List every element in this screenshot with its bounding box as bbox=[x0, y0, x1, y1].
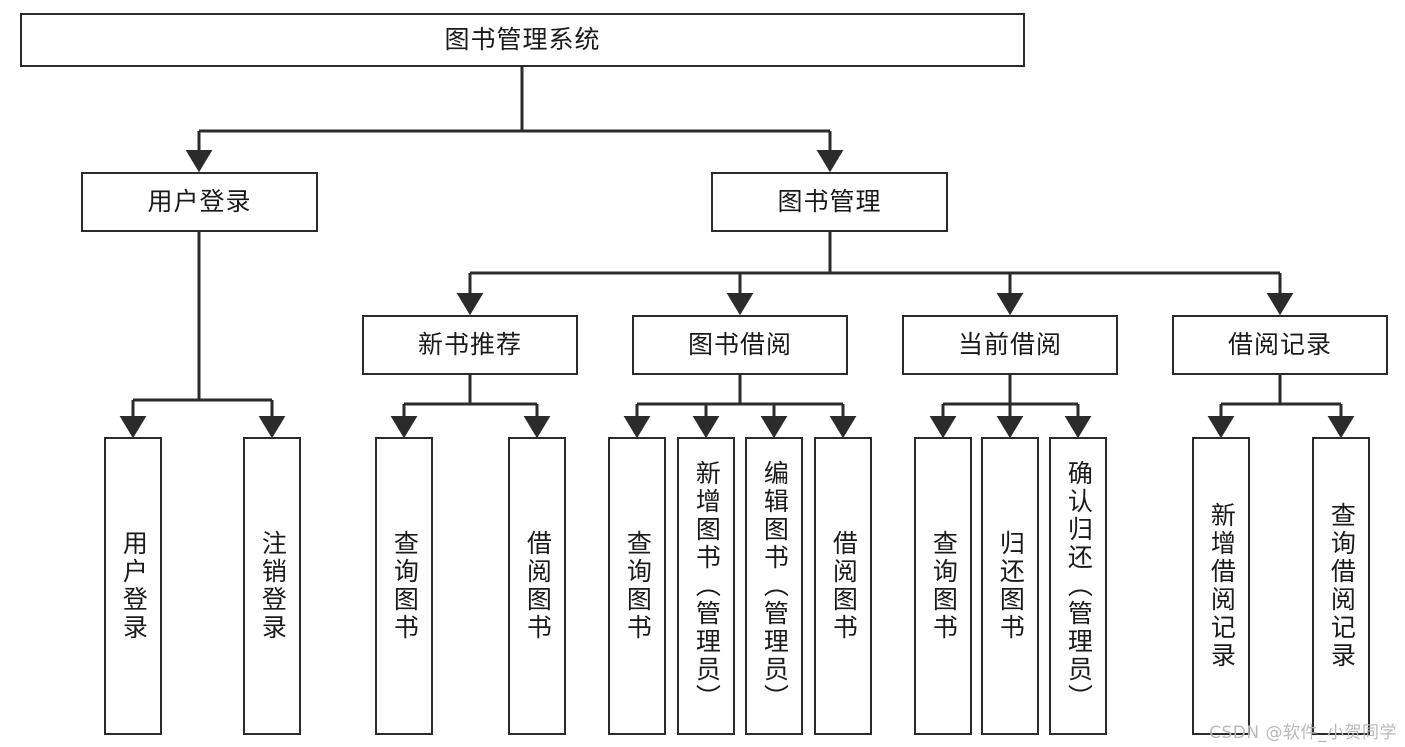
leaf-user-login-label: 用户登录 bbox=[119, 530, 149, 642]
leaf-query-book-1-label: 查询图书 bbox=[390, 530, 420, 642]
node-current-borrow-label: 当前借阅 bbox=[957, 330, 1062, 360]
leaf-query-record-label: 查询借阅记录 bbox=[1327, 502, 1357, 670]
node-user-login[interactable]: 用户登录 bbox=[81, 172, 318, 232]
leaf-return-book[interactable]: 归还图书 bbox=[981, 437, 1039, 735]
leaf-user-login[interactable]: 用户登录 bbox=[104, 437, 162, 735]
node-book-manage[interactable]: 图书管理 bbox=[711, 172, 948, 232]
leaf-add-book[interactable]: 新增图书（管理员） bbox=[677, 437, 735, 735]
leaf-edit-book-label: 编辑图书（管理员） bbox=[760, 460, 790, 712]
node-root[interactable]: 图书管理系统 bbox=[20, 13, 1025, 67]
leaf-query-book-1[interactable]: 查询图书 bbox=[375, 437, 433, 735]
leaf-user-logout-label: 注销登录 bbox=[258, 530, 288, 642]
leaf-query-book-3[interactable]: 查询图书 bbox=[914, 437, 972, 735]
node-root-label: 图书管理系统 bbox=[444, 25, 601, 55]
node-borrow-record[interactable]: 借阅记录 bbox=[1172, 315, 1388, 375]
node-current-borrow[interactable]: 当前借阅 bbox=[902, 315, 1118, 375]
leaf-query-book-3-label: 查询图书 bbox=[929, 530, 959, 642]
leaf-confirm-return[interactable]: 确认归还（管理员） bbox=[1049, 437, 1107, 735]
leaf-borrow-book-2[interactable]: 借阅图书 bbox=[814, 437, 872, 735]
leaf-query-record[interactable]: 查询借阅记录 bbox=[1312, 437, 1370, 735]
leaf-borrow-book-2-label: 借阅图书 bbox=[829, 530, 859, 642]
node-book-manage-label: 图书管理 bbox=[777, 187, 882, 217]
leaf-borrow-book-1[interactable]: 借阅图书 bbox=[508, 437, 566, 735]
leaf-borrow-book-1-label: 借阅图书 bbox=[523, 530, 553, 642]
node-new-book-rec-label: 新书推荐 bbox=[417, 330, 522, 360]
leaf-add-book-label: 新增图书（管理员） bbox=[692, 460, 722, 712]
leaf-confirm-return-label: 确认归还（管理员） bbox=[1064, 460, 1094, 712]
leaf-query-book-2-label: 查询图书 bbox=[623, 530, 653, 642]
leaf-add-record[interactable]: 新增借阅记录 bbox=[1192, 437, 1250, 735]
leaf-return-book-label: 归还图书 bbox=[996, 530, 1026, 642]
node-new-book-rec[interactable]: 新书推荐 bbox=[362, 315, 578, 375]
node-user-login-label: 用户登录 bbox=[147, 187, 252, 217]
leaf-add-record-label: 新增借阅记录 bbox=[1207, 502, 1237, 670]
leaf-edit-book[interactable]: 编辑图书（管理员） bbox=[745, 437, 803, 735]
leaf-query-book-2[interactable]: 查询图书 bbox=[608, 437, 666, 735]
leaf-user-logout[interactable]: 注销登录 bbox=[243, 437, 301, 735]
node-borrow-record-label: 借阅记录 bbox=[1227, 330, 1332, 360]
node-book-borrow-label: 图书借阅 bbox=[687, 330, 792, 360]
node-book-borrow[interactable]: 图书借阅 bbox=[632, 315, 848, 375]
watermark: CSDN @软件_小贺同学 bbox=[1209, 723, 1397, 743]
